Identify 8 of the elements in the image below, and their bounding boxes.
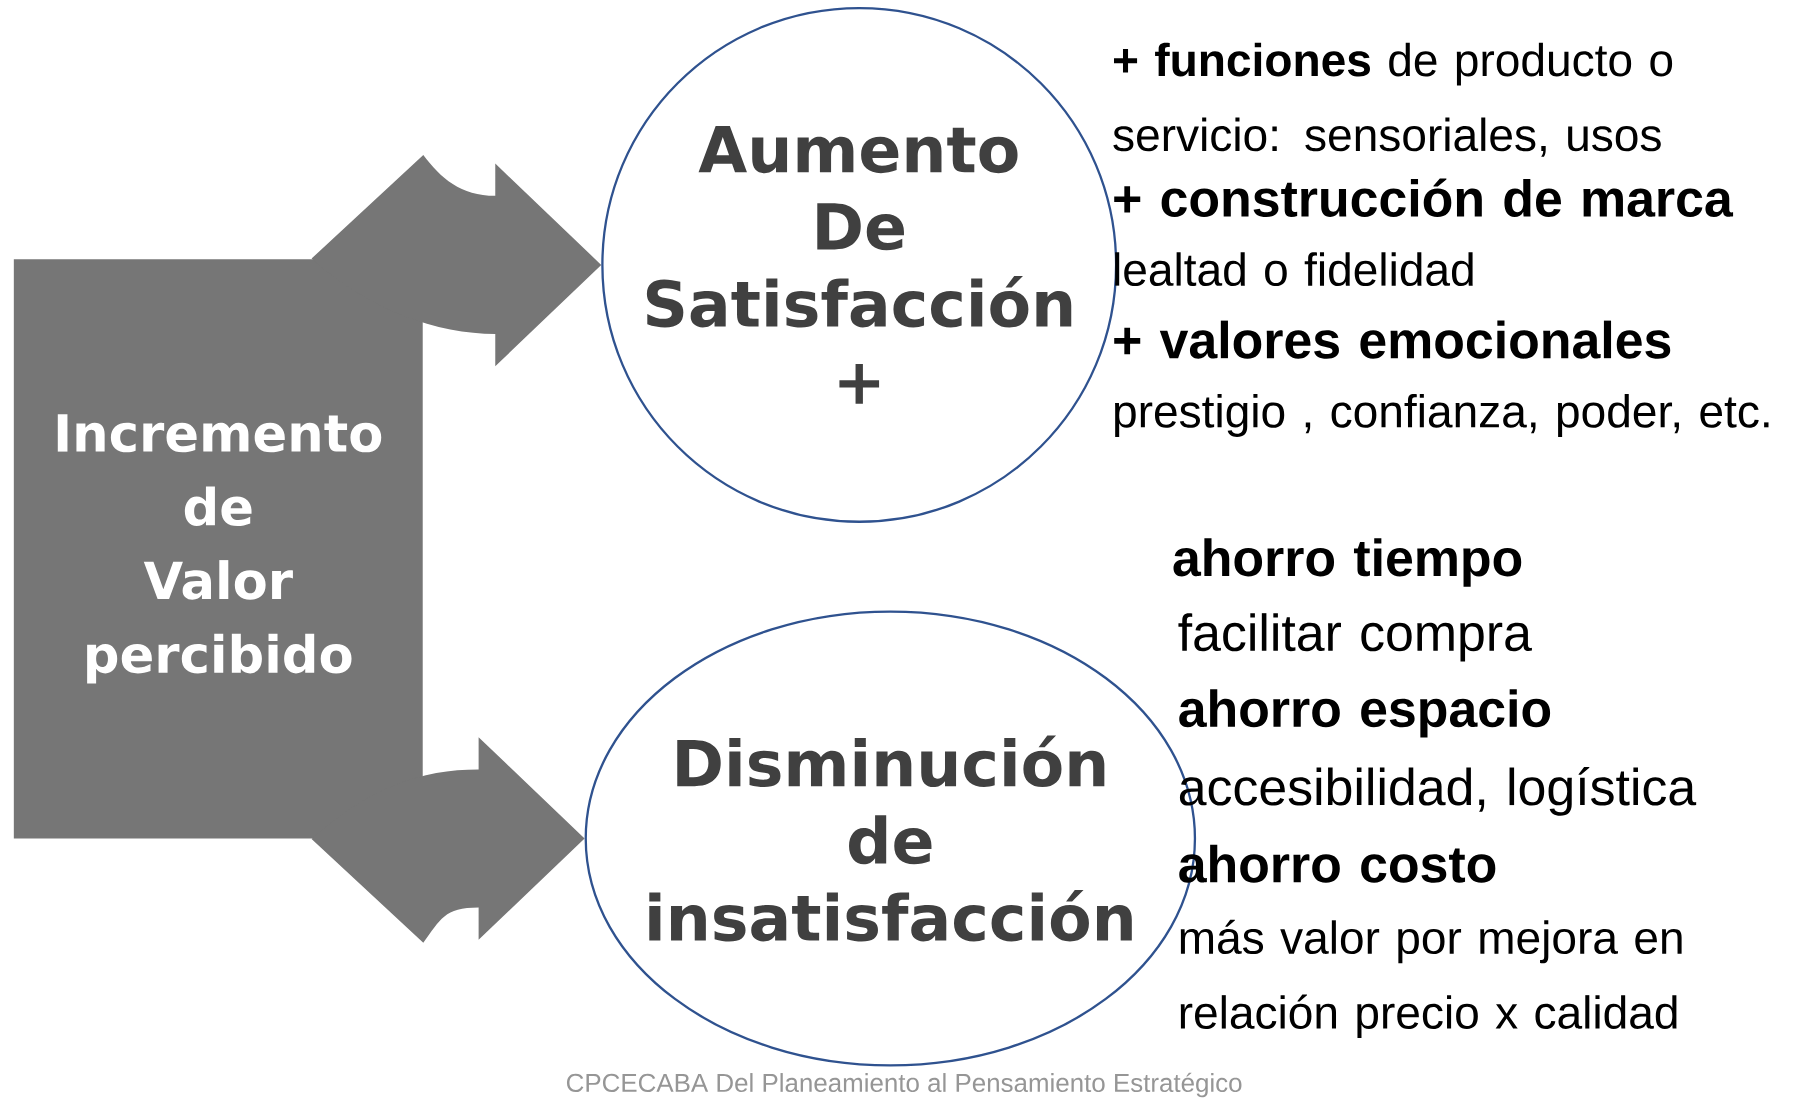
value-block: Incremento de Valor percibido [13, 258, 423, 839]
annotation-text: ahorro tiempo [1173, 538, 1522, 587]
annotation-text: más valor por mejora en relación precio x calidad [1180, 919, 1682, 1038]
block-arrow [311, 736, 585, 943]
annotation-text: ahorro espacio [1179, 689, 1551, 738]
block-arrow [311, 154, 602, 367]
annotation-text: prestigio , confianza, poder, etc. [1115, 393, 1769, 437]
annotation-text: facilitar compra [1178, 613, 1532, 662]
